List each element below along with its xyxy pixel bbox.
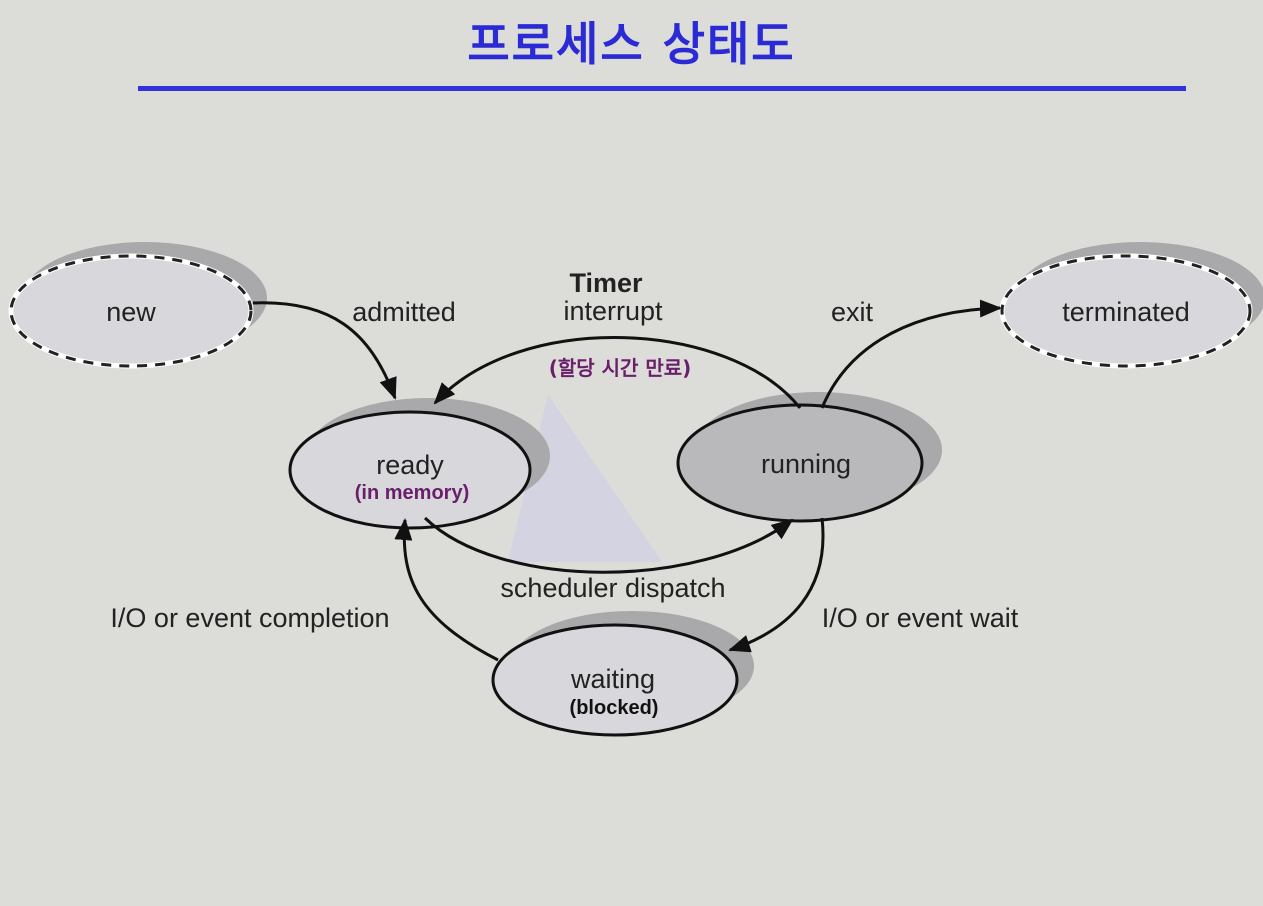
arrow-scheduler-dispatch — [423, 516, 794, 574]
state-terminated: terminated — [999, 253, 1253, 369]
arrow-exit — [820, 299, 1002, 409]
label-io-wait: I/O or event wait — [822, 603, 1019, 633]
state-label-new: new — [106, 297, 156, 327]
state-label-terminated: terminated — [1062, 297, 1190, 327]
arrow-timer-interrupt — [433, 336, 802, 409]
state-label-waiting: waiting — [570, 664, 655, 694]
label-admitted: admitted — [352, 297, 456, 327]
state-note-ready: (in memory) — [355, 482, 469, 504]
state-running: running — [676, 403, 924, 523]
arrow-admitted — [252, 301, 397, 400]
highlight-triangle — [508, 395, 662, 562]
label-io-completion: I/O or event completion — [110, 603, 389, 633]
label-interrupt-note: (할당 시간 만료) — [549, 356, 692, 380]
arrow-io-wait — [728, 517, 825, 653]
state-waiting: waiting (blocked) — [491, 623, 739, 737]
page-title: 프로세스 상태도 — [467, 17, 796, 71]
label-interrupt: interrupt — [563, 296, 663, 326]
label-scheduler-dispatch: scheduler dispatch — [500, 573, 725, 603]
state-label-ready: ready — [376, 450, 444, 480]
title-underline — [138, 86, 1186, 91]
state-note-waiting: (blocked) — [570, 697, 659, 719]
label-exit: exit — [831, 297, 874, 327]
state-new: new — [8, 253, 254, 369]
label-timer: Timer — [569, 268, 643, 298]
state-label-running: running — [761, 449, 851, 479]
arrow-io-completion — [394, 518, 499, 662]
state-ready: ready (in memory) — [288, 410, 532, 530]
